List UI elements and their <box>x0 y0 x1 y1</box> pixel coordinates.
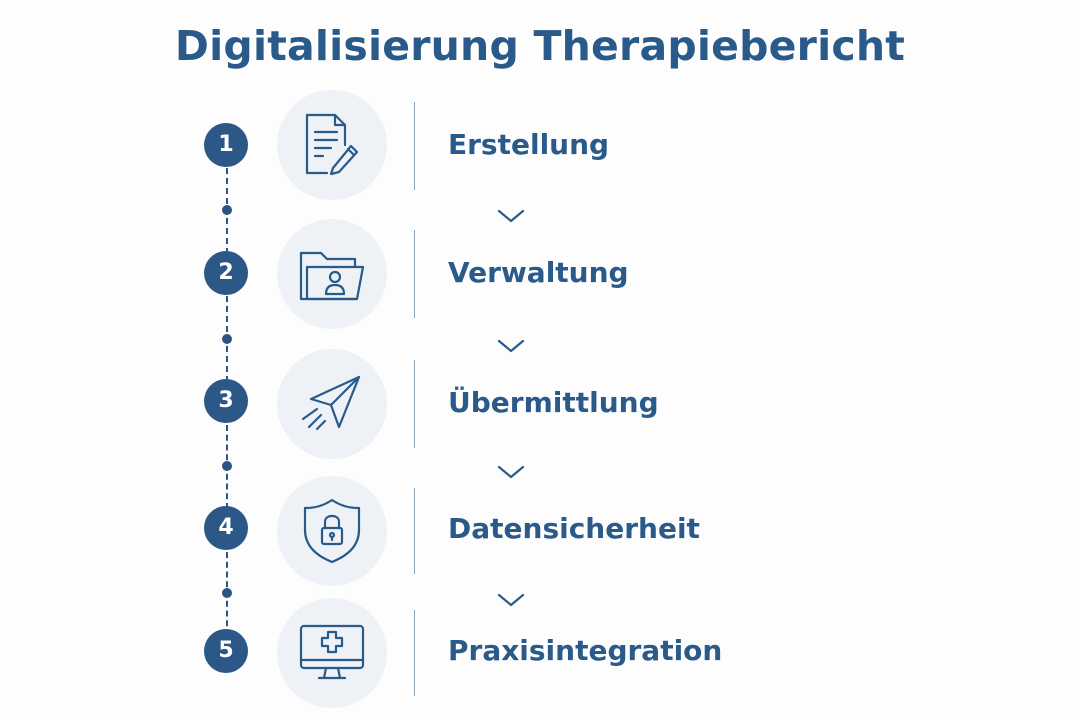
separator <box>414 610 415 696</box>
step-uebermittlung: 3 Übermittlung <box>0 344 1080 464</box>
step-datensicherheit: 4 Datensicherheit <box>0 470 1080 590</box>
step-erstellung: 1 Erstellung <box>0 88 1080 208</box>
folder-user-icon <box>299 251 365 301</box>
step-label: Übermittlung <box>448 386 659 419</box>
separator <box>414 230 415 318</box>
step-number: 1 <box>204 123 248 167</box>
step-number: 5 <box>204 629 248 673</box>
page-title: Digitalisierung Therapiebericht <box>174 22 906 70</box>
icon-circle <box>277 90 387 200</box>
separator <box>414 488 415 574</box>
step-label: Datensicherheit <box>448 512 700 545</box>
icon-circle <box>277 476 387 586</box>
timeline-dot <box>222 461 232 471</box>
step-label: Verwaltung <box>448 256 629 289</box>
separator <box>414 102 415 190</box>
step-number: 3 <box>204 379 248 423</box>
chevron-down-icon <box>497 593 525 607</box>
document-pencil-icon <box>305 113 359 176</box>
icon-circle <box>277 598 387 708</box>
monitor-medical-icon <box>299 624 365 680</box>
timeline-dot <box>222 588 232 598</box>
step-verwaltung: 2 Verwaltung <box>0 216 1080 336</box>
step-number: 4 <box>204 506 248 550</box>
paper-plane-icon <box>301 375 361 431</box>
icon-circle <box>277 219 387 329</box>
step-praxisintegration: 5 Praxisintegration <box>0 596 1080 716</box>
separator <box>414 360 415 448</box>
chevron-down-icon <box>497 209 525 223</box>
step-number: 2 <box>204 251 248 295</box>
step-label: Praxisintegration <box>448 634 723 667</box>
timeline-dot <box>222 205 232 215</box>
shield-lock-icon <box>303 498 361 564</box>
step-label: Erstellung <box>448 128 610 161</box>
timeline-dot <box>222 334 232 344</box>
chevron-down-icon <box>497 465 525 479</box>
icon-circle <box>277 349 387 459</box>
chevron-down-icon <box>497 339 525 353</box>
